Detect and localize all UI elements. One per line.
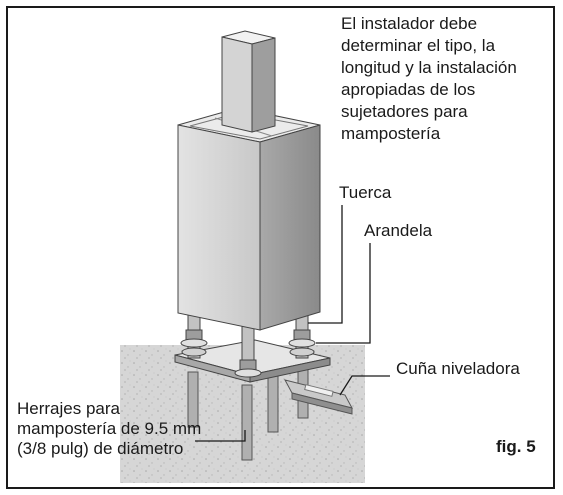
nut-label: Tuerca xyxy=(339,183,392,202)
inner-square-tube xyxy=(221,30,276,133)
aluminum-post xyxy=(177,107,321,331)
base-plate xyxy=(174,339,331,383)
leader-lines xyxy=(195,205,390,442)
leveling-shim xyxy=(284,379,353,415)
figure-label: fig. 5 xyxy=(496,437,536,456)
installer-note: El instalador debe determinar el tipo, l… xyxy=(341,14,517,143)
washer-label: Arandela xyxy=(364,221,433,240)
leveling-shim-label: Cuña niveladora xyxy=(396,359,520,378)
masonry-hardware-label: Herrajes para mampostería de 9.5 mm (3/8… xyxy=(17,399,202,458)
